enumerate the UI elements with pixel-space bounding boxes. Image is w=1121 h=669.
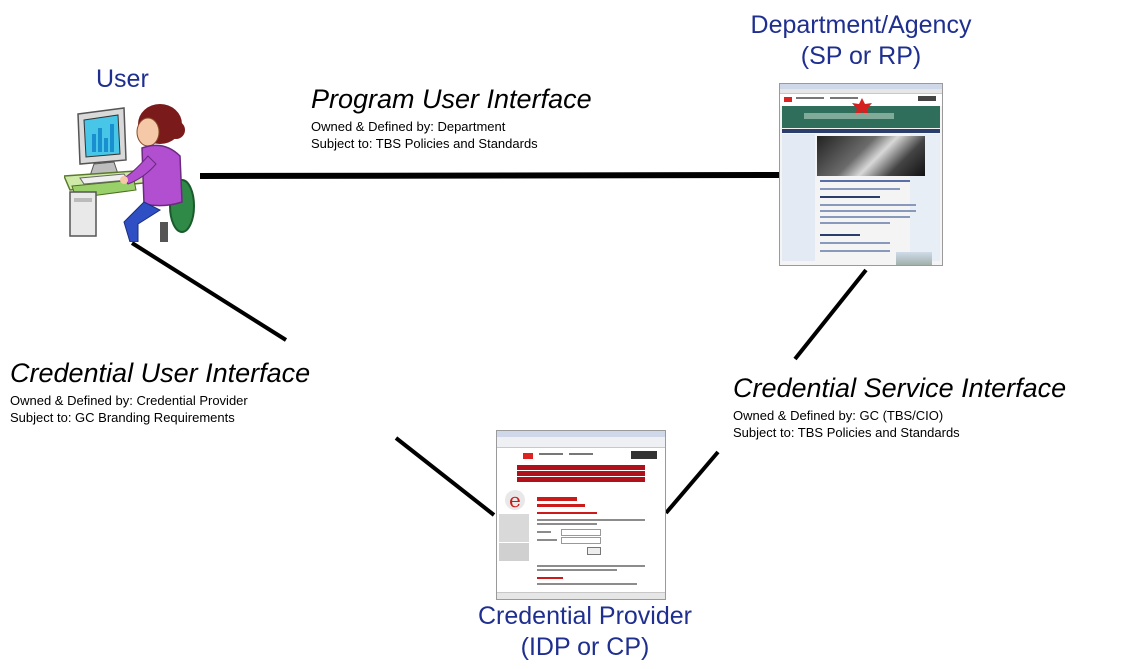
department-title-line1: Department/Agency [750,11,972,39]
credential-service-line-lower [664,450,720,515]
credential-user-interface-owner: Owned & Defined by: Credential Provider [10,393,248,408]
credential-service-interface-subject: Subject to: TBS Policies and Standards [733,425,960,440]
woman-at-computer-icon [62,94,200,243]
credential-service-interface-owner: Owned & Defined by: GC (TBS/CIO) [733,408,944,423]
user-title: User [96,65,149,93]
credential-user-interface-subject: Subject to: GC Branding Requirements [10,410,235,425]
program-interface-owner: Owned & Defined by: Department [311,119,506,134]
department-title-line2: (SP or RP) [800,42,922,70]
credential-login-screenshot: e [496,430,666,600]
credential-service-interface-label: Credential Service Interface Owned & Def… [733,373,1066,441]
department-website-screenshot [779,83,943,266]
department-title: Department/Agency (SP or RP) [706,10,1016,72]
provider-title: Credential Provider (IDP or CP) [430,601,740,663]
credential-user-interface-label: Credential User Interface Owned & Define… [10,358,310,426]
program-interface-subject: Subject to: TBS Policies and Standards [311,136,538,151]
credential-user-line-upper [130,241,288,342]
program-interface-line [199,172,791,179]
credential-service-interface-title: Credential Service Interface [733,373,1067,403]
provider-title-line2: (IDP or CP) [520,633,650,661]
credential-user-interface-title: Credential User Interface [10,358,311,388]
credential-user-line-lower [394,436,496,517]
provider-title-line1: Credential Provider [478,602,692,630]
program-interface-title: Program User Interface [311,84,592,114]
svg-text:e: e [509,488,521,512]
credential-service-line-upper [793,268,868,361]
program-interface-label: Program User Interface Owned & Defined b… [311,84,592,152]
